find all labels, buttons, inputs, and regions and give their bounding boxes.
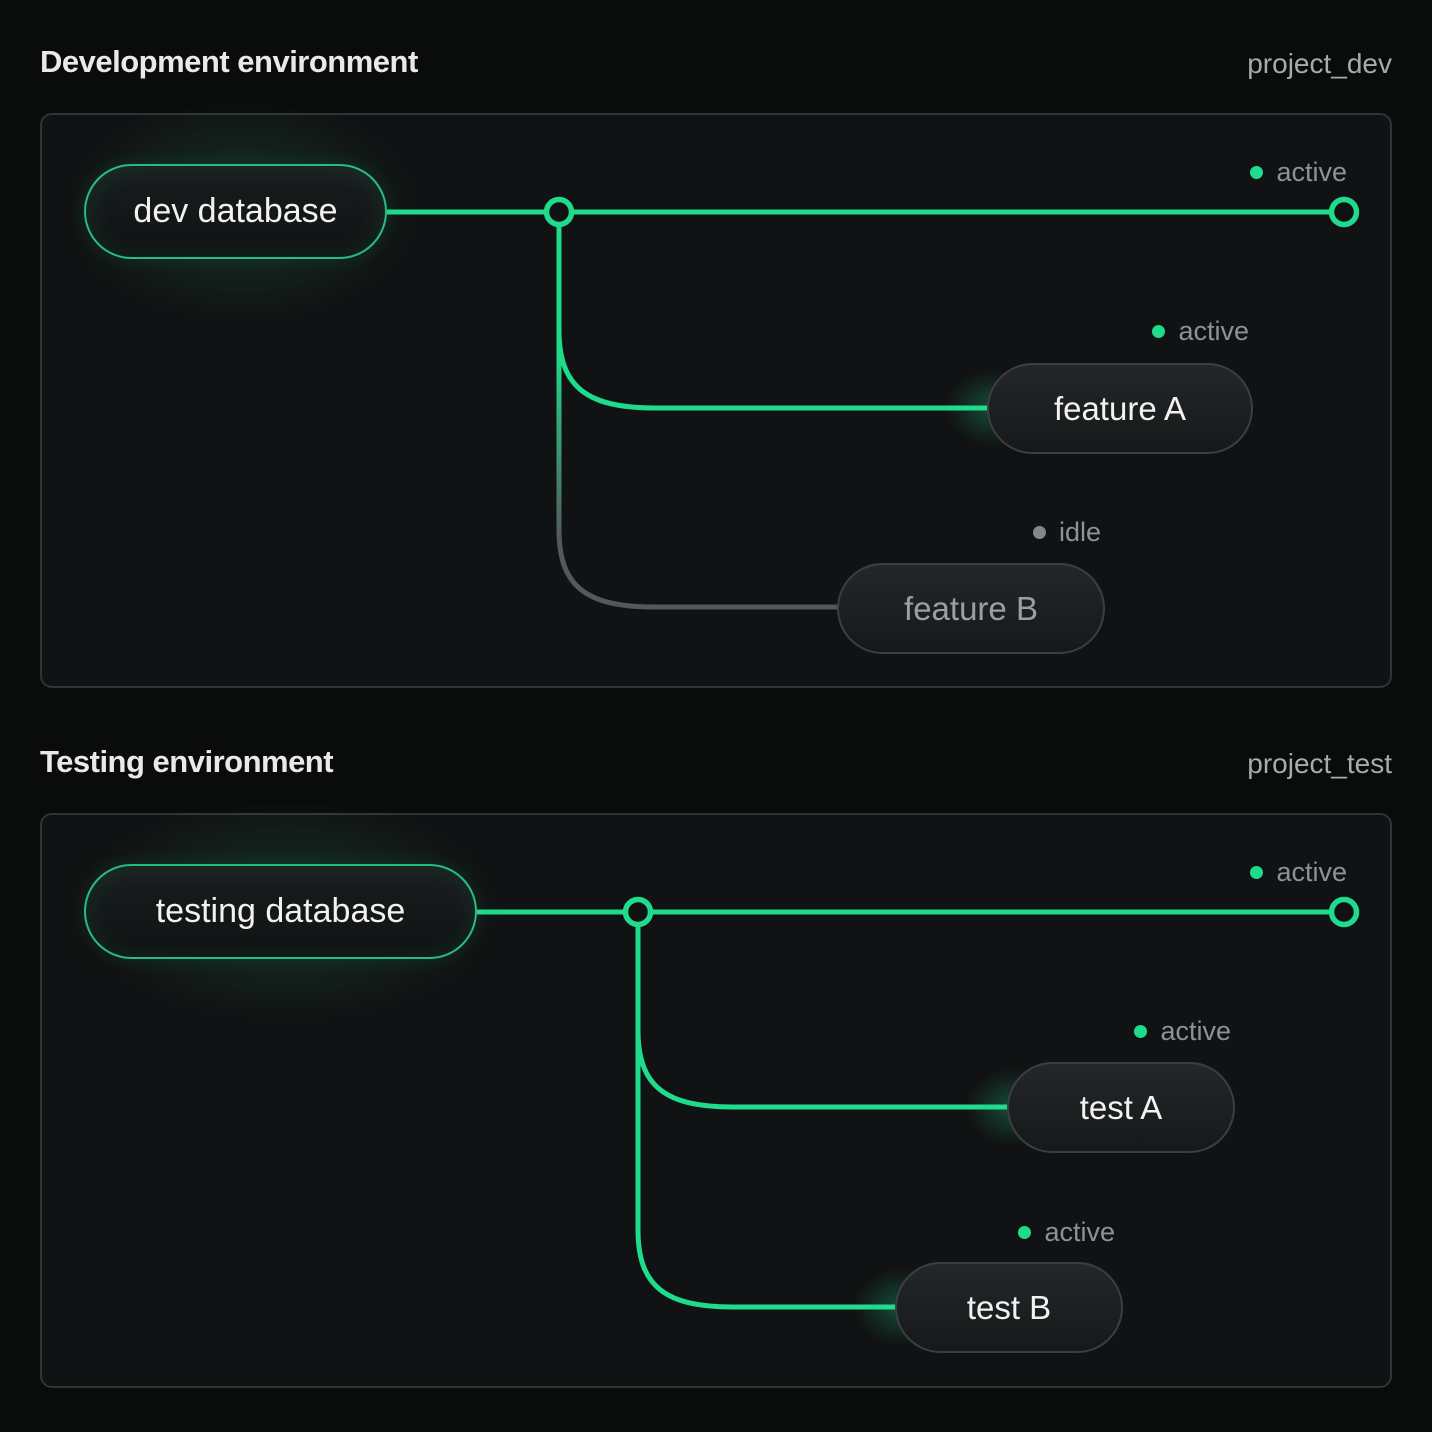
node-testing-database[interactable]: testing database: [84, 864, 477, 959]
status-dot-icon: [1032, 526, 1046, 539]
status-dot-icon: [1018, 1226, 1032, 1239]
branch-point-node: [543, 196, 575, 228]
status-text: active: [1276, 857, 1347, 887]
branch-b-line: [635, 912, 898, 1310]
node-label: feature A: [1053, 389, 1187, 427]
status-text: active: [1160, 1016, 1231, 1046]
node-feature-a[interactable]: feature A: [987, 363, 1253, 454]
panel-development: dev database feature A feature B active …: [12, 65, 1392, 688]
branch-graph-test: [477, 896, 1360, 1310]
status-badge-trunk: active: [1250, 857, 1347, 888]
branch-a-line: [556, 212, 990, 411]
status-badge-test-a: active: [1134, 1016, 1231, 1047]
branch-graph-dev: [387, 196, 1360, 610]
status-text: active: [1178, 316, 1249, 346]
status-text: active: [1276, 157, 1347, 187]
node-feature-b[interactable]: feature B: [837, 563, 1105, 654]
branch-b-line: [556, 212, 840, 610]
panel-testing: testing database test A test B active ac…: [12, 765, 1392, 1388]
status-text: active: [1044, 1217, 1115, 1247]
status-badge-feature-a: active: [1152, 316, 1249, 347]
status-badge-feature-b: idle: [1032, 517, 1101, 548]
status-badge-test-b: active: [1018, 1217, 1115, 1248]
status-dot-icon: [1250, 166, 1264, 179]
status-dot-icon: [1152, 325, 1166, 338]
trunk-endpoint-node: [1328, 196, 1360, 228]
node-label: test B: [966, 1288, 1052, 1326]
node-test-b[interactable]: test B: [895, 1262, 1123, 1353]
node-label: dev database: [133, 192, 338, 230]
project-label-test: project_test: [1247, 748, 1392, 779]
node-label: feature B: [904, 589, 1038, 627]
section-title-development: Development environment: [40, 44, 418, 79]
status-badge-trunk: active: [1250, 157, 1347, 188]
project-label-dev: project_dev: [1247, 48, 1392, 79]
branch-a-line: [635, 912, 1010, 1110]
section-title-testing: Testing environment: [40, 744, 334, 779]
status-dot-icon: [1250, 866, 1264, 879]
node-dev-database[interactable]: dev database: [84, 164, 387, 259]
node-label: test A: [1079, 1088, 1163, 1126]
status-text: idle: [1058, 517, 1101, 547]
trunk-endpoint-node: [1328, 896, 1360, 928]
branch-point-node: [622, 896, 654, 928]
node-label: testing database: [155, 892, 406, 930]
node-test-a[interactable]: test A: [1007, 1062, 1235, 1153]
status-dot-icon: [1134, 1025, 1148, 1038]
